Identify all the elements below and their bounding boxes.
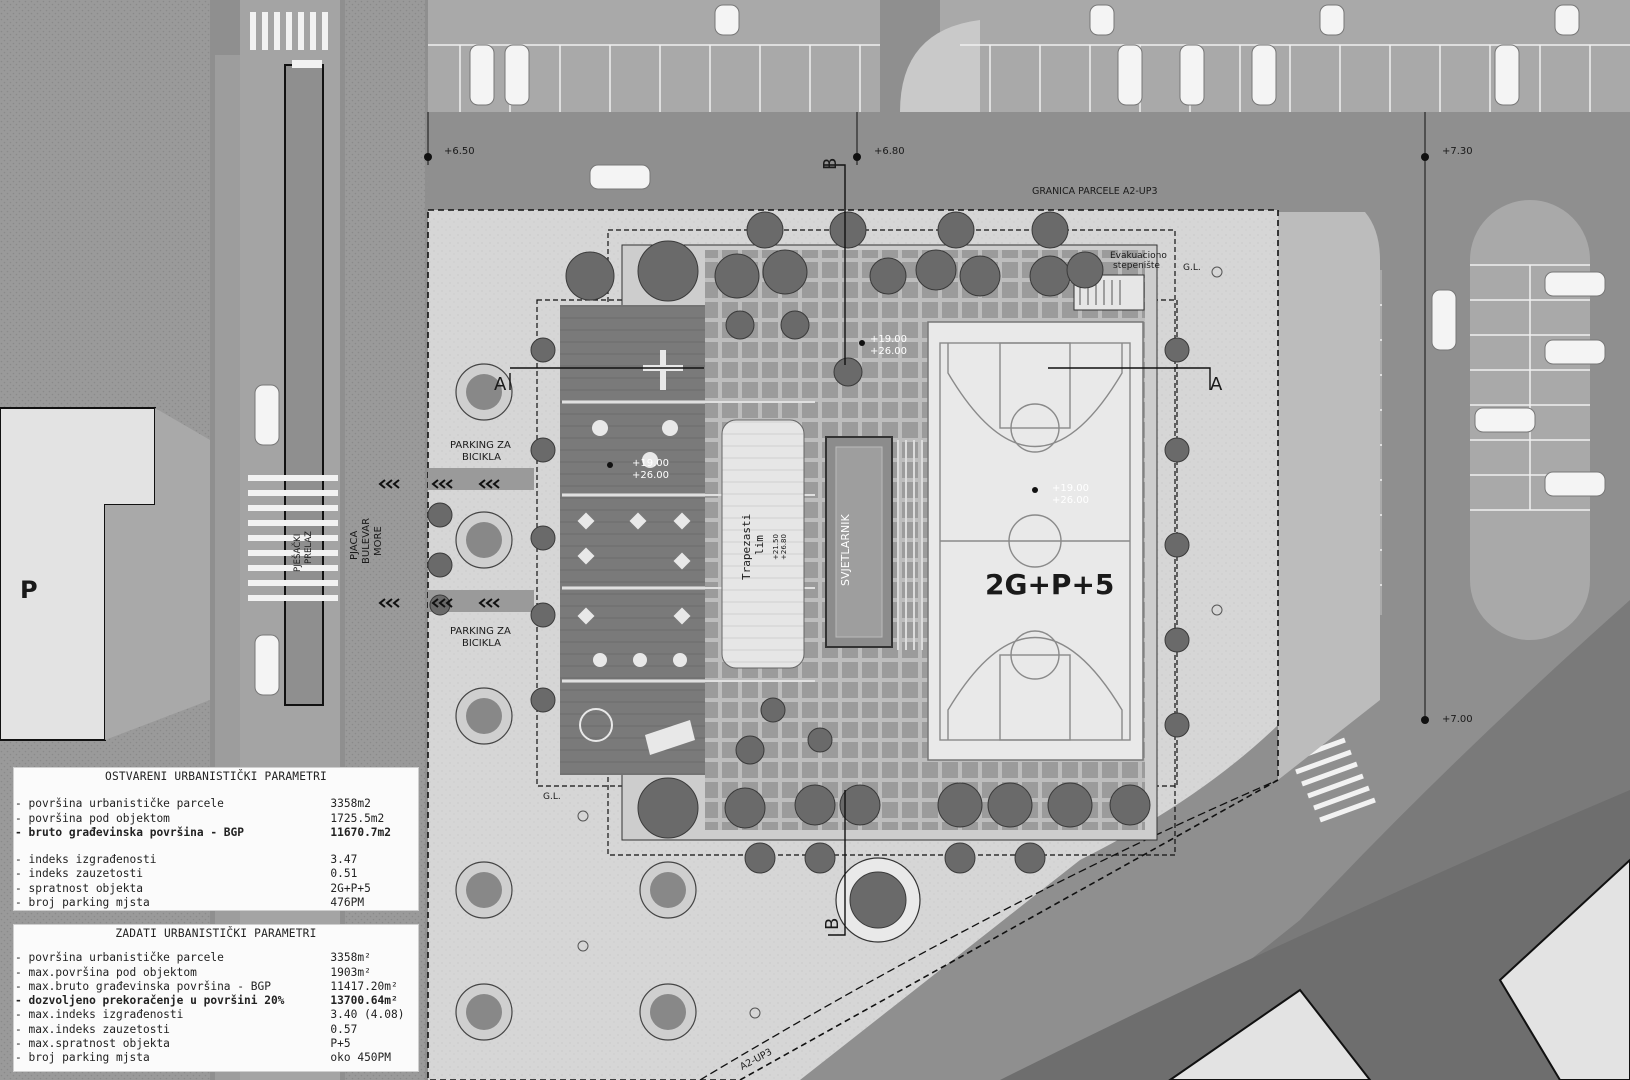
piazza-label: PJACA xyxy=(349,531,360,560)
metal-roof-label: lim xyxy=(753,535,766,555)
storeys-label: 2G+P+5 xyxy=(985,568,1114,601)
piazza-label: BULEVAR xyxy=(361,518,372,564)
bike-parking-label: BICIKLA xyxy=(462,452,501,463)
table-title: OSTVARENI URBANISTIČKI PARAMETRI xyxy=(105,770,327,783)
bike-parking-label: BICIKLA xyxy=(462,638,501,649)
level-label: +26.00 xyxy=(870,346,907,357)
evacuation-stair-label: Evakuaciono xyxy=(1110,251,1167,261)
metal-roof-level: +26.80 xyxy=(780,534,788,560)
skylight-label: SVJETLARNIK xyxy=(839,514,852,586)
plot-boundary-label: GRANICA PARCELE A2-UP3 xyxy=(1032,186,1158,197)
given-parameters-table: ZADATI URBANISTIČKI PARAMETRI - površina… xyxy=(13,924,419,1072)
section-label-b-bottom: B xyxy=(822,918,843,930)
elevation-label: +6.80 xyxy=(874,146,905,157)
section-label-b-top: B xyxy=(820,158,841,170)
piazza-label: MORE xyxy=(373,526,384,556)
metal-roof-level: +21.50 xyxy=(772,534,780,560)
table-row: - dozvoljeno prekoračenje u površini 20%… xyxy=(15,994,398,1008)
level-label: +26.00 xyxy=(632,470,669,481)
level-label: +26.00 xyxy=(1052,495,1089,506)
level-label: +19.00 xyxy=(632,458,669,469)
bike-parking-label: PARKING ZA xyxy=(450,440,511,451)
elevation-label: +6.50 xyxy=(444,146,475,157)
parking-building-label: P xyxy=(20,576,38,604)
achieved-parameters-table: OSTVARENI URBANISTIČKI PARAMETRI - površ… xyxy=(13,767,419,911)
level-label: +19.00 xyxy=(870,334,907,345)
pedestrian-crossing-label: PRELAZ xyxy=(304,531,314,564)
elevation-label: +7.00 xyxy=(1442,714,1473,725)
table-title: ZADATI URBANISTIČKI PARAMETRI xyxy=(115,927,317,940)
metal-roof-label: Trapezasti xyxy=(740,514,753,580)
section-label-a-right: A xyxy=(1210,374,1223,395)
ground-level-label: G.L. xyxy=(1183,263,1201,273)
pedestrian-crossing-label: PJEŠAČKI xyxy=(291,534,303,572)
section-label-a-left: A xyxy=(494,374,507,395)
elevation-label: +7.30 xyxy=(1442,146,1473,157)
evacuation-stair-label-2: stepenište xyxy=(1113,260,1160,271)
level-label: +19.00 xyxy=(1052,483,1089,494)
bike-parking-label: PARKING ZA xyxy=(450,626,511,637)
ground-level-label: G.L. xyxy=(543,792,561,802)
